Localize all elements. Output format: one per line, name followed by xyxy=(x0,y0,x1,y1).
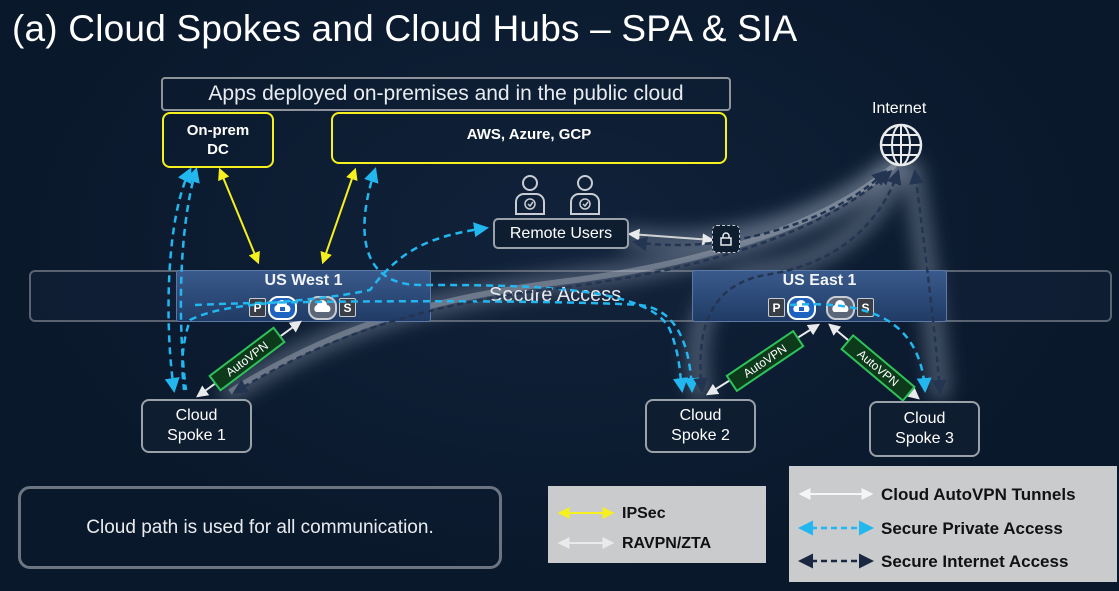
legend-tunnels: IPSec RAVPN/ZTA xyxy=(548,486,766,563)
onprem-line2: DC xyxy=(207,141,229,158)
ipsec-cloud-west xyxy=(320,167,358,265)
legend-arrows-right xyxy=(798,488,874,569)
ravpn-remote-lock xyxy=(627,228,715,246)
spoke1-line1: Cloud xyxy=(175,407,218,424)
spoke2-line1: Cloud xyxy=(679,407,722,424)
user-icon xyxy=(515,175,545,215)
cloud-providers-box: AWS, Azure, GCP xyxy=(331,112,727,164)
cloud-spoke-3: Cloud Spoke 3 xyxy=(869,401,980,457)
spoke1-line2: Spoke 1 xyxy=(167,427,226,444)
user-icon xyxy=(570,175,600,215)
legend-arrows-left xyxy=(557,507,615,549)
spoke3-line2: Spoke 3 xyxy=(895,430,954,447)
legend-spa-label: Secure Private Access xyxy=(881,519,1063,538)
spoke2-line2: Spoke 2 xyxy=(671,427,730,444)
lock-icon xyxy=(712,225,740,253)
note-box: Cloud path is used for all communication… xyxy=(18,486,502,569)
legend-ipsec-label: IPSec xyxy=(622,505,666,522)
ipsec-onprem-west xyxy=(218,167,260,265)
page-title: (a) Cloud Spokes and Cloud Hubs – SPA & … xyxy=(12,8,798,49)
legend-sia-label: Secure Internet Access xyxy=(881,552,1069,571)
sia-remote-internet xyxy=(632,169,888,252)
onprem-line1: On-prem xyxy=(186,122,250,139)
spoke3-line1: Cloud xyxy=(903,410,946,427)
cloud-spoke-2: Cloud Spoke 2 xyxy=(645,399,756,453)
cloud-spoke-1: Cloud Spoke 1 xyxy=(141,399,252,453)
apps-banner: Apps deployed on-premises and in the pub… xyxy=(161,77,731,111)
legend-traffic: Cloud AutoVPN Tunnels Secure Private Acc… xyxy=(789,466,1117,582)
onprem-dc-box: On-prem DC xyxy=(162,112,274,168)
globe-icon xyxy=(879,123,923,167)
spa-onprem-spoke1-b xyxy=(179,167,200,391)
spa-onprem-spoke1 xyxy=(164,167,192,393)
internet-label: Internet xyxy=(872,100,927,117)
sia-spoke3-internet xyxy=(909,169,947,395)
legend-ravpn-label: RAVPN/ZTA xyxy=(622,535,712,552)
sia-spoke1-internet xyxy=(232,169,893,394)
remote-users-box: Remote Users xyxy=(493,218,629,249)
legend-autovpn-label: Cloud AutoVPN Tunnels xyxy=(881,485,1076,504)
